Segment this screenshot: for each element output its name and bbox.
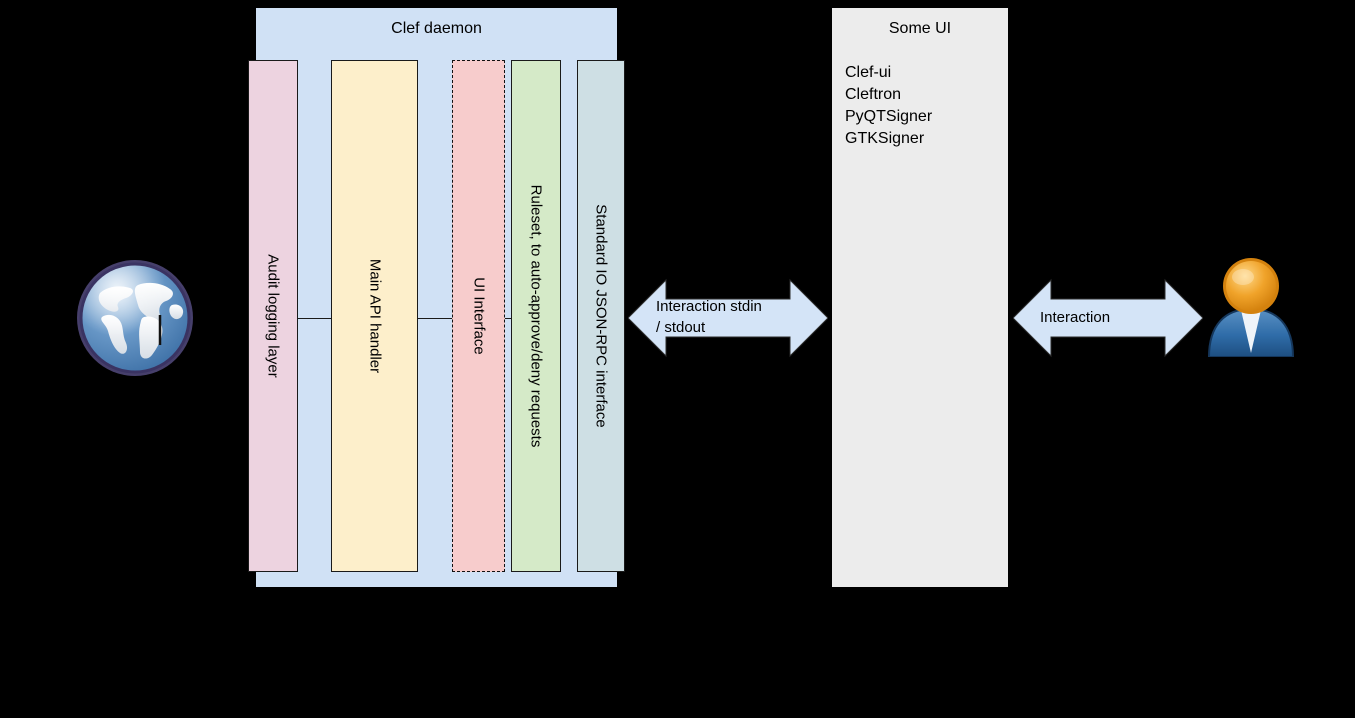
component-label: Ruleset, to auto-approve/deny requests: [527, 184, 545, 448]
component-label: Main API handler: [366, 258, 383, 374]
stdio-arrow: [628, 277, 828, 359]
component-audit-logging-layer[interactable]: Audit logging layer: [248, 60, 298, 572]
interaction-arrow: [1013, 277, 1203, 359]
globe-icon: [72, 255, 198, 381]
component-ruleset[interactable]: Ruleset, to auto-approve/deny requests: [511, 60, 561, 572]
list-item: Clef-ui: [845, 64, 892, 81]
some-ui-panel: [832, 8, 1008, 587]
component-label: UI Interface: [470, 277, 487, 355]
stdio-arrow-label: Interaction stdin / stdout: [656, 298, 762, 336]
component-main-api-handler[interactable]: Main API handler: [331, 60, 418, 572]
clef-daemon-title: Clef daemon: [391, 20, 482, 37]
list-item: PyQTSigner: [845, 108, 933, 125]
interaction-arrow-label: Interaction: [1040, 309, 1111, 326]
list-item: Cleftron: [845, 86, 902, 103]
component-label: Standard IO JSON-RPC interface: [592, 204, 610, 428]
user-icon: [1203, 253, 1299, 358]
connector-line: [504, 318, 512, 319]
component-label: Audit logging layer: [264, 254, 282, 378]
list-item: GTKSigner: [845, 130, 925, 147]
clef-daemon-panel: [256, 8, 617, 587]
some-ui-title: Some UI: [888, 20, 952, 37]
connector-line: [297, 318, 332, 319]
connector-line: [417, 318, 453, 319]
some-ui-list: Clef-ui Cleftron PyQTSigner GTKSigner: [845, 62, 1005, 150]
component-ui-interface[interactable]: UI Interface: [452, 60, 505, 572]
component-standard-io-jsonrpc-interface[interactable]: Standard IO JSON-RPC interface: [577, 60, 625, 572]
